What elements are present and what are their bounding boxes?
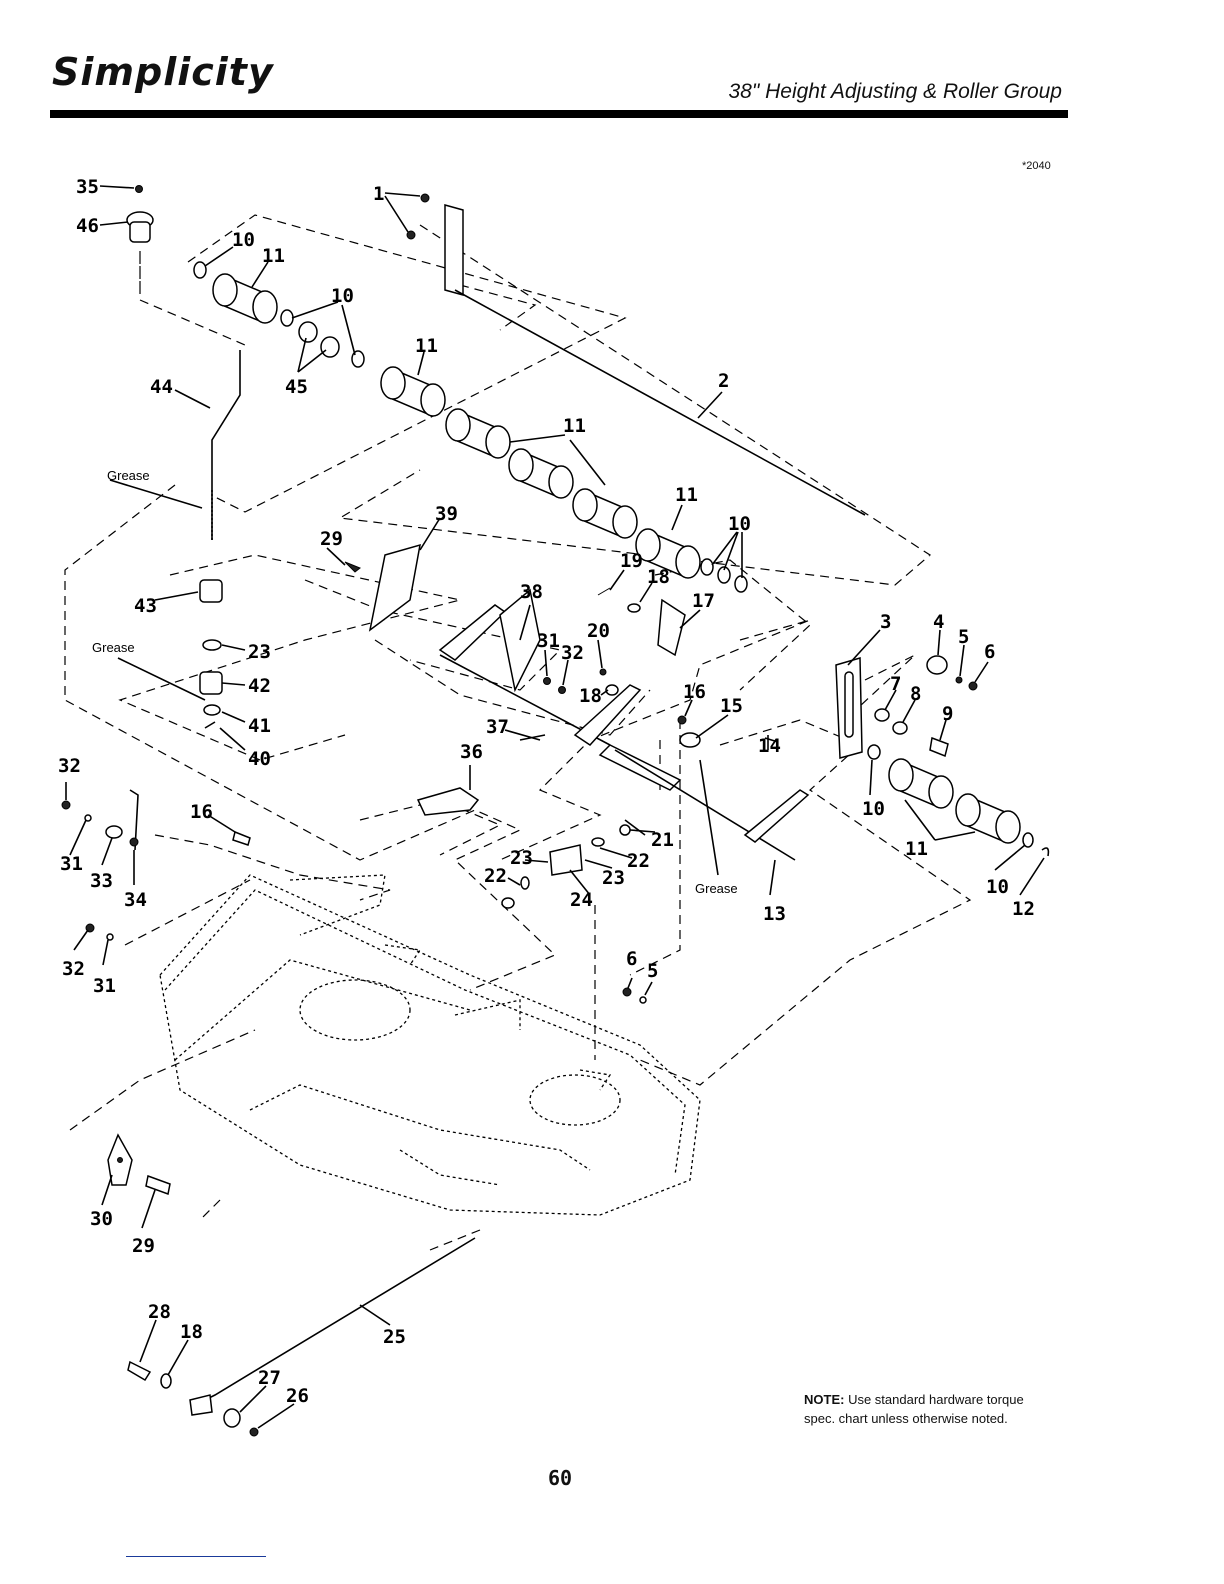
section-title: 38" Height Adjusting & Roller Group	[728, 80, 1062, 103]
draft-rod-25	[127, 1237, 476, 1437]
leader-lines	[65, 185, 1045, 1429]
callout-37: 37	[486, 716, 509, 738]
bracket-24	[501, 819, 646, 909]
callout-5: 5	[958, 626, 969, 648]
callout-44: 44	[150, 376, 173, 398]
callout-11: 11	[262, 245, 285, 267]
callout-16: 16	[190, 801, 213, 823]
callout-17: 17	[692, 590, 715, 612]
callout-1: 1	[373, 183, 384, 205]
rod-hardware	[199, 579, 223, 729]
callout-6: 6	[984, 641, 995, 663]
callout-28: 28	[148, 1301, 171, 1323]
adjusting-knob	[126, 185, 154, 243]
footer-line	[126, 1556, 266, 1557]
callout-5: 5	[647, 960, 658, 982]
callout-23: 23	[248, 641, 271, 663]
brand-logo: Simplicity	[52, 50, 274, 94]
callout-34: 34	[124, 889, 147, 911]
callout-11: 11	[675, 484, 698, 506]
callout-7: 7	[890, 673, 901, 695]
callout-15: 15	[720, 695, 743, 717]
callout-21: 21	[651, 829, 674, 851]
callout-10: 10	[232, 229, 255, 251]
note-text: Use standard hardware torque spec. chart…	[804, 1392, 1024, 1426]
callout-24: 24	[570, 889, 593, 911]
callout-20: 20	[587, 620, 610, 642]
callout-30: 30	[90, 1208, 113, 1230]
callout-10: 10	[986, 876, 1009, 898]
note-label: NOTE:	[804, 1392, 845, 1407]
deck-bracket-30	[107, 1133, 171, 1196]
page-number: 60	[548, 1466, 573, 1490]
callout-9: 9	[942, 703, 953, 725]
roller-row-upper	[193, 261, 748, 593]
callout-10: 10	[862, 798, 885, 820]
grease-label-trunnion: Grease	[92, 640, 135, 655]
callout-22: 22	[484, 865, 507, 887]
left-side-hardware	[61, 789, 251, 941]
callout-10: 10	[728, 513, 751, 535]
callout-18: 18	[180, 1321, 203, 1343]
callout-6: 6	[626, 948, 637, 970]
callout-32: 32	[58, 755, 81, 777]
callout-36: 36	[460, 741, 483, 763]
callout-32: 32	[561, 642, 584, 664]
callout-29: 29	[320, 528, 343, 550]
callout-16: 16	[683, 681, 706, 703]
callout-35: 35	[76, 176, 99, 198]
grease-label-shaft: Grease	[695, 881, 738, 896]
callout-18: 18	[647, 566, 670, 588]
callout-40: 40	[248, 748, 271, 770]
callout-42: 42	[248, 675, 271, 697]
callout-4: 4	[933, 611, 944, 633]
callout-14: 14	[758, 735, 781, 757]
header-rule	[50, 110, 1068, 118]
callout-10: 10	[331, 285, 354, 307]
callout-3: 3	[880, 611, 891, 633]
callout-41: 41	[248, 715, 271, 737]
callout-19: 19	[620, 550, 643, 572]
height-adjusting-rod	[211, 350, 241, 540]
callout-26: 26	[286, 1385, 309, 1407]
callout-11: 11	[563, 415, 586, 437]
bracket-36	[416, 787, 480, 816]
callout-22: 22	[627, 850, 650, 872]
callout-29: 29	[132, 1235, 155, 1257]
callout-8: 8	[910, 683, 921, 705]
mower-deck	[159, 874, 701, 1216]
callout-32: 32	[62, 958, 85, 980]
lift-arm-assembly	[344, 543, 810, 861]
assembly-outlines	[64, 214, 972, 1251]
callout-12: 12	[1012, 898, 1035, 920]
callout-2: 2	[718, 370, 729, 392]
callout-33: 33	[90, 870, 113, 892]
callout-11: 11	[415, 335, 438, 357]
callout-numbers: 35 46 1 10 11 10 45 11 44 2 11 11 10 39 …	[58, 176, 1035, 1407]
callout-38: 38	[520, 581, 543, 603]
callout-43: 43	[134, 595, 157, 617]
callout-27: 27	[258, 1367, 281, 1389]
callout-23: 23	[510, 847, 533, 869]
right-roller-bracket	[764, 655, 1050, 857]
callout-31: 31	[537, 630, 560, 652]
torque-note: NOTE: Use standard hardware torque spec.…	[804, 1390, 1044, 1428]
callout-25: 25	[383, 1326, 406, 1348]
callout-46: 46	[76, 215, 99, 237]
roller-shaft-rod	[406, 193, 866, 516]
lockwasher-5	[639, 996, 647, 1004]
callout-31: 31	[60, 853, 83, 875]
callout-39: 39	[435, 503, 458, 525]
nut-6	[622, 987, 632, 997]
callout-23: 23	[602, 867, 625, 889]
figure-number: *2040	[1022, 160, 1051, 172]
callout-13: 13	[763, 903, 786, 925]
callout-18: 18	[579, 685, 602, 707]
callout-45: 45	[285, 376, 308, 398]
callout-31: 31	[93, 975, 116, 997]
grease-label-rod: Grease	[107, 468, 150, 483]
callout-11: 11	[905, 838, 928, 860]
